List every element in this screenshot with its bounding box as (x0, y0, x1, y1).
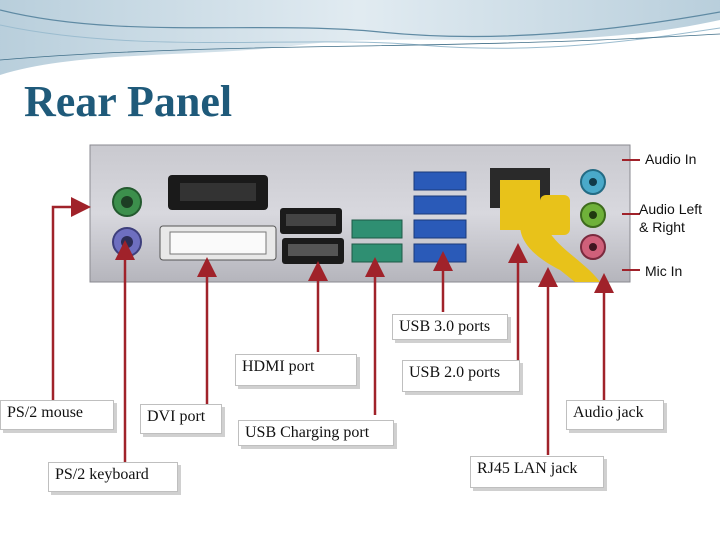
label-audio-left-right-line2: & Right (639, 219, 685, 235)
label-dvi-port: DVI port (140, 404, 222, 434)
label-rj45-lan-jack: RJ45 LAN jack (470, 456, 604, 488)
label-usb-charging-port: USB Charging port (238, 420, 394, 446)
header-swoosh (0, 0, 720, 75)
label-usb3-ports: USB 3.0 ports (392, 314, 508, 340)
label-audio-jack: Audio jack (566, 400, 664, 430)
label-usb2-ports: USB 2.0 ports (402, 360, 520, 392)
label-ps2-mouse: PS/2 mouse (0, 400, 114, 430)
page-title: Rear Panel (24, 77, 233, 126)
label-ps2-keyboard: PS/2 keyboard (48, 462, 178, 492)
label-audio-left-right-line1: Audio Left (639, 201, 703, 217)
label-mic-in: Mic In (645, 263, 683, 279)
label-audio-in: Audio In (645, 151, 697, 167)
label-hdmi-port: HDMI port (235, 354, 357, 386)
